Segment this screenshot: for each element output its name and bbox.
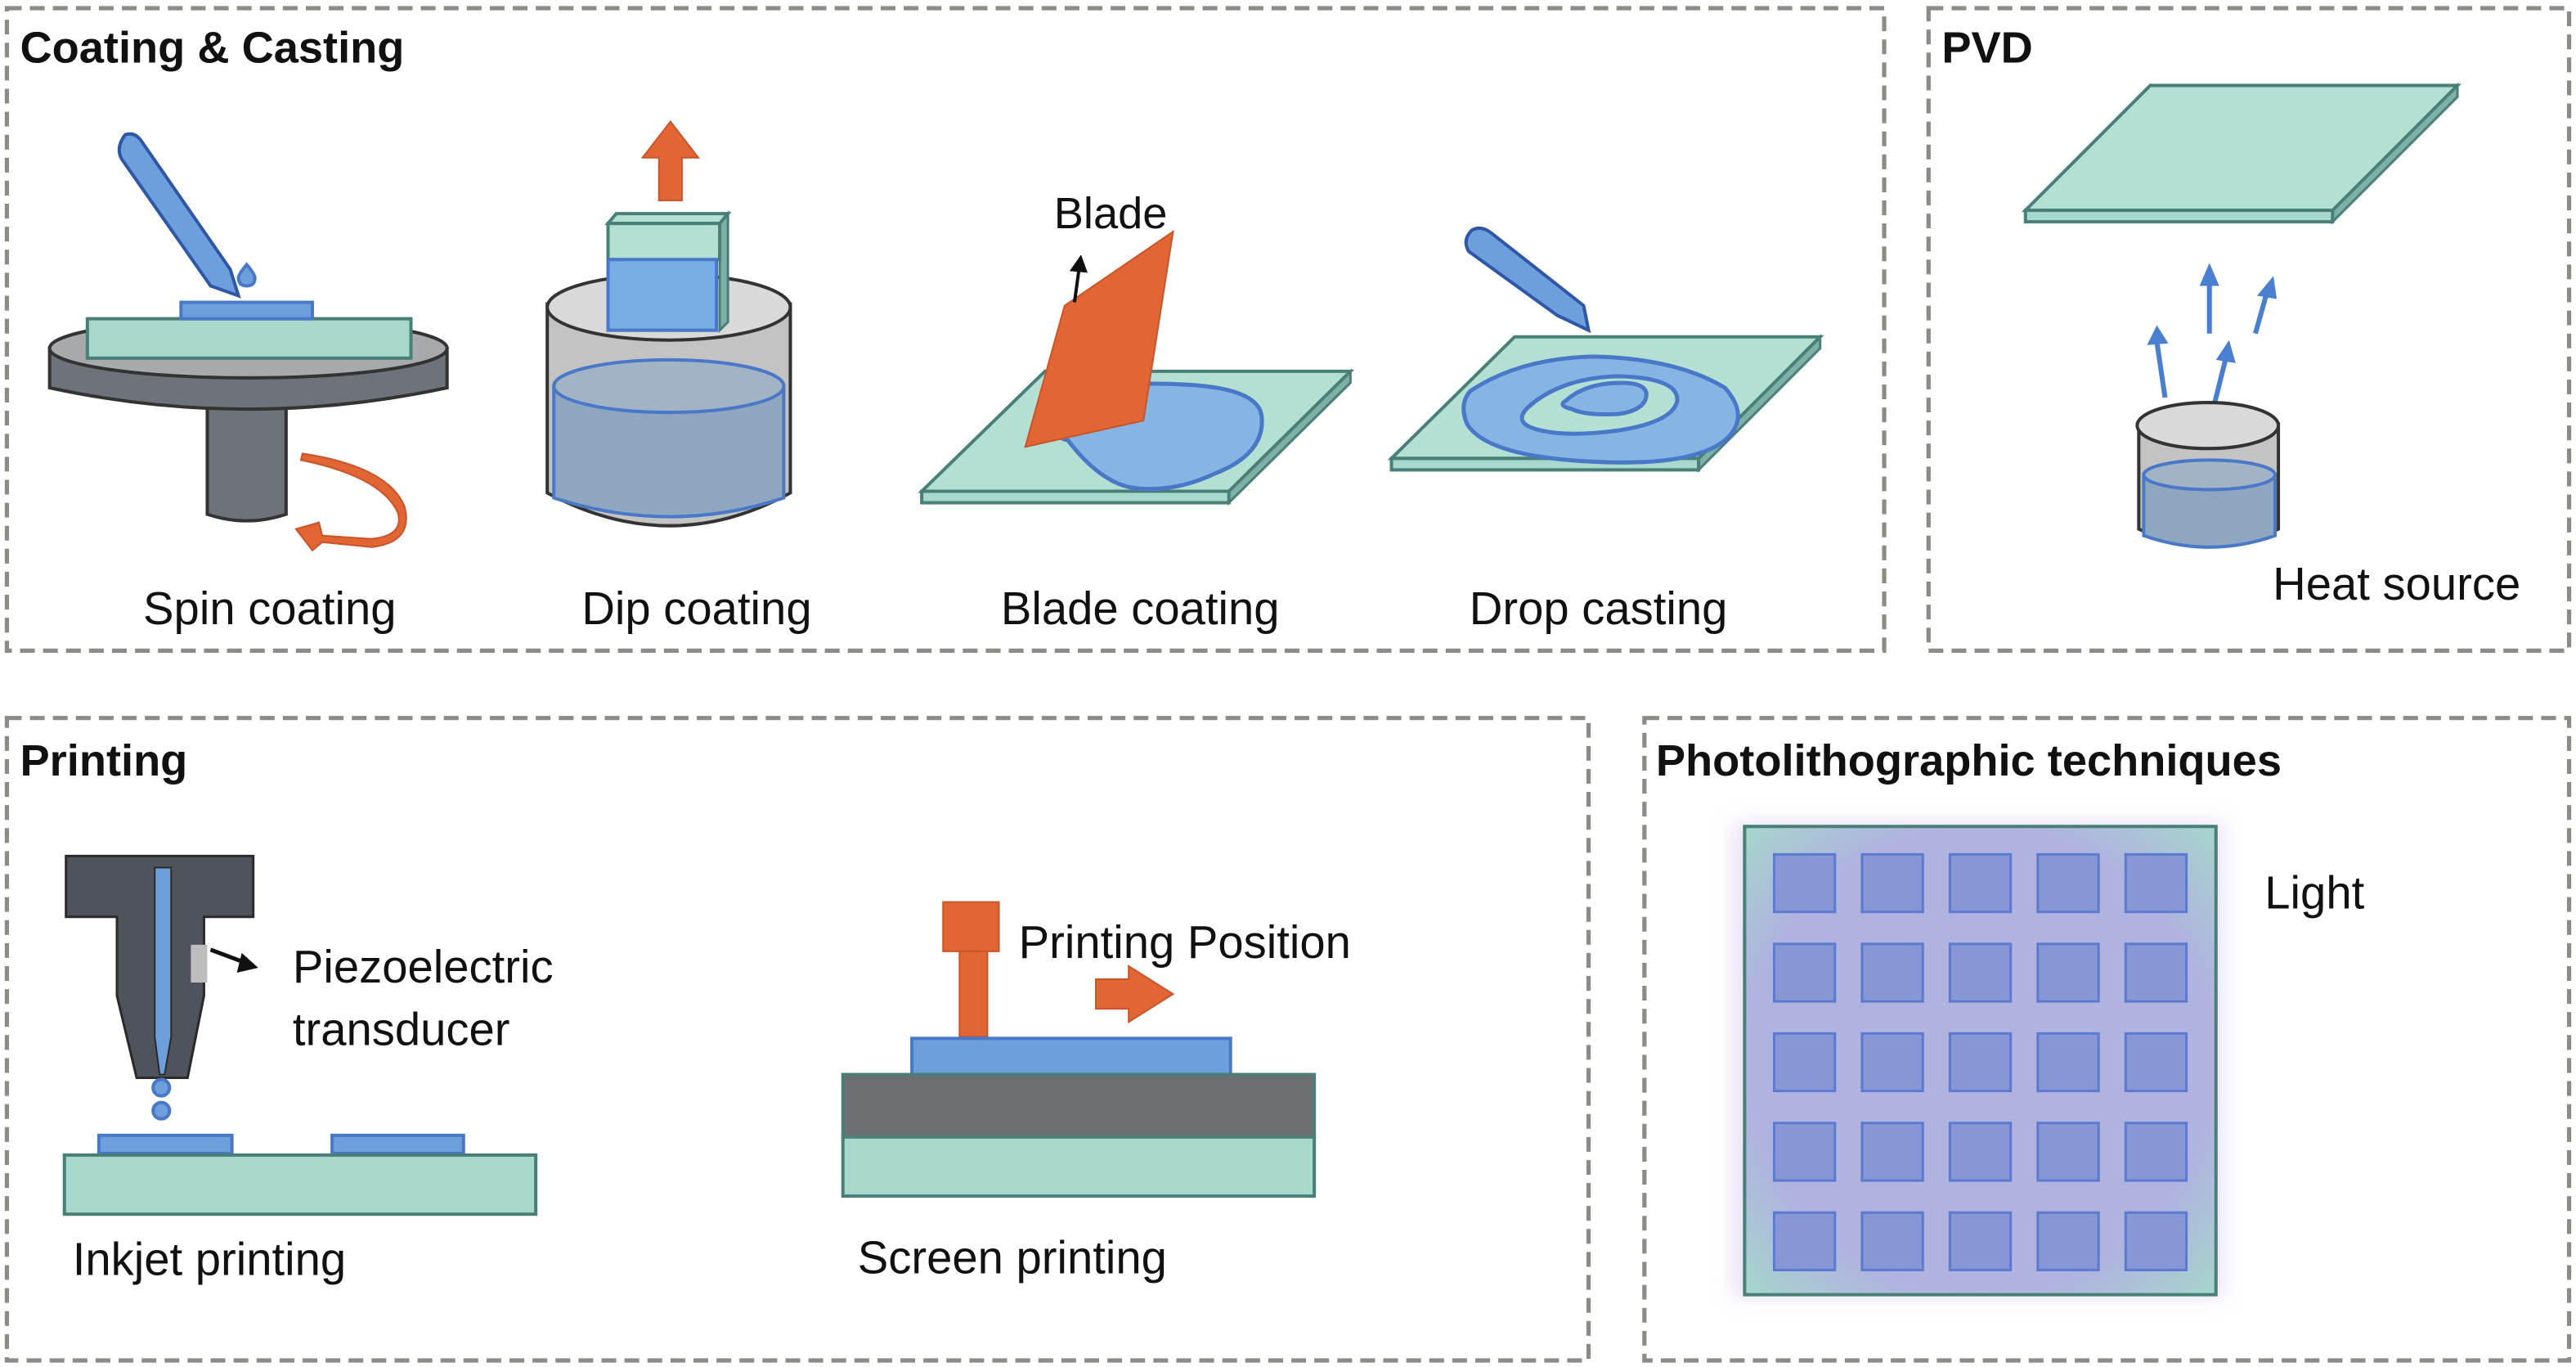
panel-border: [1642, 716, 2572, 1363]
pattern-grid: [1772, 852, 2188, 1272]
pattern-cell: [1948, 942, 2013, 1003]
pattern-cell: [1772, 1122, 1837, 1182]
crucible-top: [2135, 401, 2281, 451]
pattern-cell: [2036, 1032, 2100, 1093]
method-label-dip: Dip coating: [581, 582, 811, 634]
arrow-head-icon: [2147, 325, 2169, 345]
method-label-spin: Spin coating: [143, 582, 396, 634]
substrate: [85, 317, 413, 360]
pattern-cell: [1772, 1032, 1837, 1093]
rotation-arrow-icon: [294, 452, 407, 552]
piezo-transducer: [191, 944, 208, 983]
pattern-cell: [1948, 1122, 2013, 1182]
printed-dot: [96, 1133, 234, 1155]
substrate: [62, 1153, 538, 1216]
light-annotation: Light: [2264, 867, 2364, 919]
blade-arrowhead-icon: [1069, 254, 1088, 273]
pattern-cell: [1860, 942, 1924, 1003]
printing-position-annotation: Printing Position: [1019, 916, 1351, 968]
drop-casting-illustration: Drop casting: [1387, 226, 1824, 634]
arrow-head-icon: [2215, 340, 2236, 363]
printed-dot: [330, 1133, 465, 1155]
panel-photolithography: Photolithographic techniques Light: [1642, 716, 2572, 1363]
panel-pvd: PVD Heat source: [1926, 6, 2572, 653]
spin-coating-illustration: Spin coating: [47, 132, 449, 634]
method-label-screen: Screen printing: [858, 1232, 1167, 1284]
method-label-blade: Blade coating: [1001, 582, 1280, 634]
pattern-cell: [2124, 1122, 2188, 1182]
droplet-icon: [236, 262, 257, 288]
pattern-cell: [2124, 1032, 2188, 1093]
pattern-cell: [1860, 1122, 1924, 1182]
panel-border: [4, 716, 1591, 1363]
source-material-surface: [2142, 458, 2278, 492]
panel-printing: Printing Piezoelectric transducer Inkjet…: [4, 716, 1591, 1363]
pattern-cell: [1948, 1032, 2013, 1093]
dip-solution-surface: [552, 357, 786, 415]
substrate-top: [2021, 83, 2462, 213]
direction-arrow-icon: [1095, 965, 1175, 1024]
pipette-icon: [1464, 226, 1591, 334]
squeegee-blade: [958, 950, 989, 1038]
pipette-icon: [117, 132, 241, 299]
panel-coating-casting: Coating & Casting Spin coating: [4, 6, 1887, 653]
substrate-front: [2023, 209, 2335, 224]
spinner-shaft: [205, 401, 288, 523]
plate-front: [920, 489, 1231, 505]
ink-channel: [154, 866, 173, 1076]
panel-title: Coating & Casting: [20, 23, 405, 72]
up-arrow-icon: [640, 119, 701, 202]
vapor-arrows: [2147, 263, 2278, 405]
squeegee-handle: [942, 901, 1000, 952]
pattern-cell: [1860, 1032, 1924, 1093]
panel-title: PVD: [1941, 23, 2032, 72]
piezo-annotation-line2: transducer: [293, 1003, 510, 1054]
substrate: [841, 1135, 1317, 1198]
pointer-arrowhead-icon: [236, 952, 258, 973]
source-material: [2142, 473, 2278, 549]
coffee-ring-inner: [1560, 380, 1649, 417]
blade-coating-illustration: Blade Blade coating: [918, 189, 1355, 634]
method-label-inkjet: Inkjet printing: [73, 1234, 346, 1285]
arrow-head-icon: [2199, 263, 2219, 286]
pattern-cell: [1860, 852, 1924, 914]
ink-droplet-icon: [151, 1077, 172, 1098]
pattern-cell: [1772, 852, 1837, 914]
panel-border: [4, 6, 1887, 653]
arrow-head-icon: [2256, 276, 2278, 299]
pattern-cell: [1948, 852, 2013, 914]
pattern-cell: [2036, 942, 2100, 1003]
pattern-cell: [2124, 1211, 2188, 1272]
panel-border: [1926, 6, 2572, 653]
screen-mesh: [841, 1072, 1317, 1139]
dip-solution: [552, 384, 786, 519]
coated-film: [606, 258, 719, 332]
ink-layer: [910, 1036, 1232, 1077]
panel-title: Photolithographic techniques: [1656, 736, 2282, 785]
method-label-drop: Drop casting: [1470, 582, 1728, 634]
film: [179, 300, 315, 321]
inkjet-printing-illustration: Piezoelectric transducer Inkjet printing: [62, 854, 554, 1285]
piezo-annotation-line1: Piezoelectric: [293, 941, 554, 992]
screen-printing-illustration: Printing Position Screen printing: [841, 901, 1351, 1284]
blade-icon: [1024, 230, 1174, 448]
blade-direction-arrow: [1072, 266, 1081, 303]
substrate: [606, 222, 722, 262]
pattern-cell: [2124, 942, 2188, 1003]
pattern-cell: [1772, 1211, 1837, 1272]
ink-droplet-icon: [151, 1100, 172, 1121]
pattern-cell: [1860, 1211, 1924, 1272]
dip-coating-illustration: Dip coating: [545, 119, 812, 634]
pattern-cell: [1772, 942, 1837, 1003]
pattern-cell: [2036, 852, 2100, 914]
pattern-cell: [2124, 852, 2188, 914]
heat-source-label: Heat source: [2273, 558, 2520, 609]
blade-annotation: Blade: [1054, 189, 1168, 238]
pattern-cell: [1948, 1211, 2013, 1272]
pattern-cell: [2036, 1211, 2100, 1272]
pattern-cell: [2036, 1122, 2100, 1182]
panel-title: Printing: [20, 736, 188, 785]
